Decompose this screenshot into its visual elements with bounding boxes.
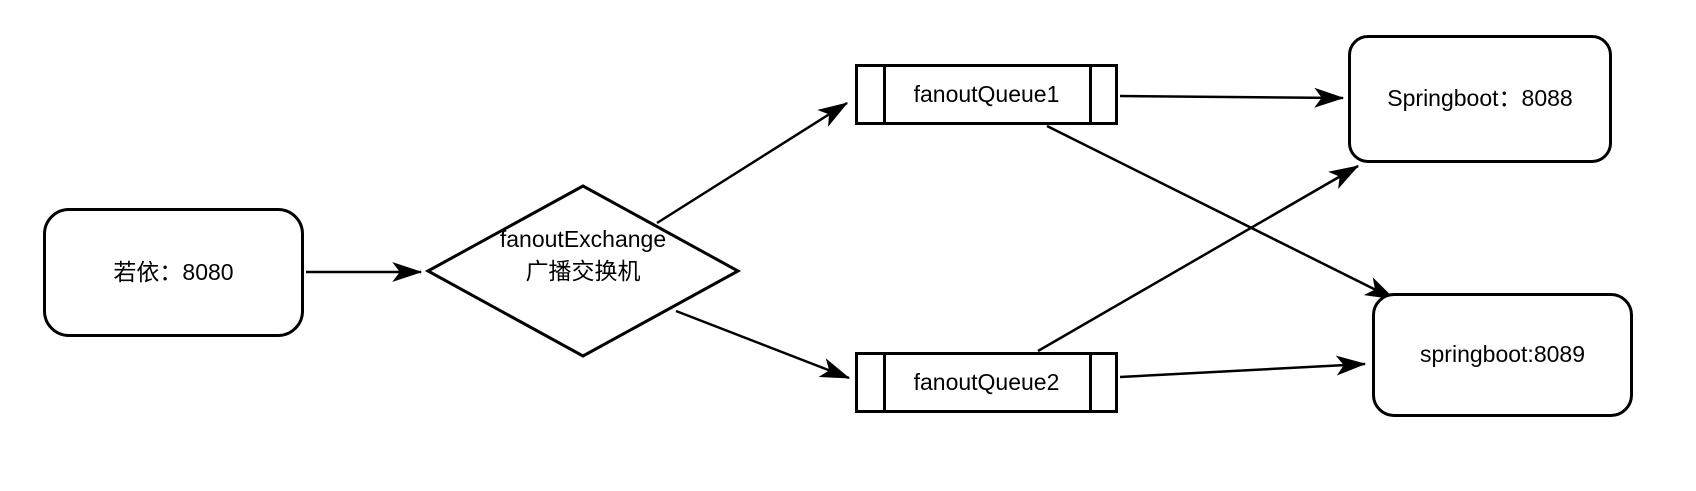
springboot-8088-label: Springboot：8088 [1387, 85, 1573, 112]
arrow-queue2-to-8089 [1119, 355, 1367, 379]
node-fanout-queue2: fanoutQueue2 [855, 352, 1118, 413]
node-springboot-8089: springboot:8089 [1372, 293, 1633, 417]
arrow-queue1-to-8088 [1119, 87, 1345, 108]
queue1-label: fanoutQueue1 [913, 80, 1060, 107]
arrow-queue2-to-8088 [1037, 164, 1360, 353]
node-ruoyi-8080: 若依：8080 [43, 208, 304, 337]
fanout-exchange-diamond [424, 184, 742, 358]
node-ruoyi-label: 若依：8080 [113, 258, 234, 285]
queue1-left-divider [883, 66, 886, 123]
springboot-8089-label: springboot:8089 [1420, 341, 1585, 368]
exchange-label-line1: fanoutExchange [499, 226, 667, 252]
queue2-right-divider [1089, 354, 1092, 411]
arrow-queue1-to-8089 [1046, 124, 1396, 301]
node-springboot-8088: Springboot：8088 [1348, 35, 1612, 163]
arrow-exchange-to-queue2 [675, 309, 851, 380]
exchange-label-line2: 广播交换机 [525, 258, 641, 284]
node-fanout-queue1: fanoutQueue1 [855, 64, 1118, 125]
arrow-exchange-to-queue1 [656, 101, 849, 225]
queue2-left-divider [883, 354, 886, 411]
node-fanout-exchange-label: fanoutExchange 广播交换机 [448, 223, 718, 287]
queue1-right-divider [1089, 66, 1092, 123]
queue2-label: fanoutQueue2 [913, 368, 1060, 395]
